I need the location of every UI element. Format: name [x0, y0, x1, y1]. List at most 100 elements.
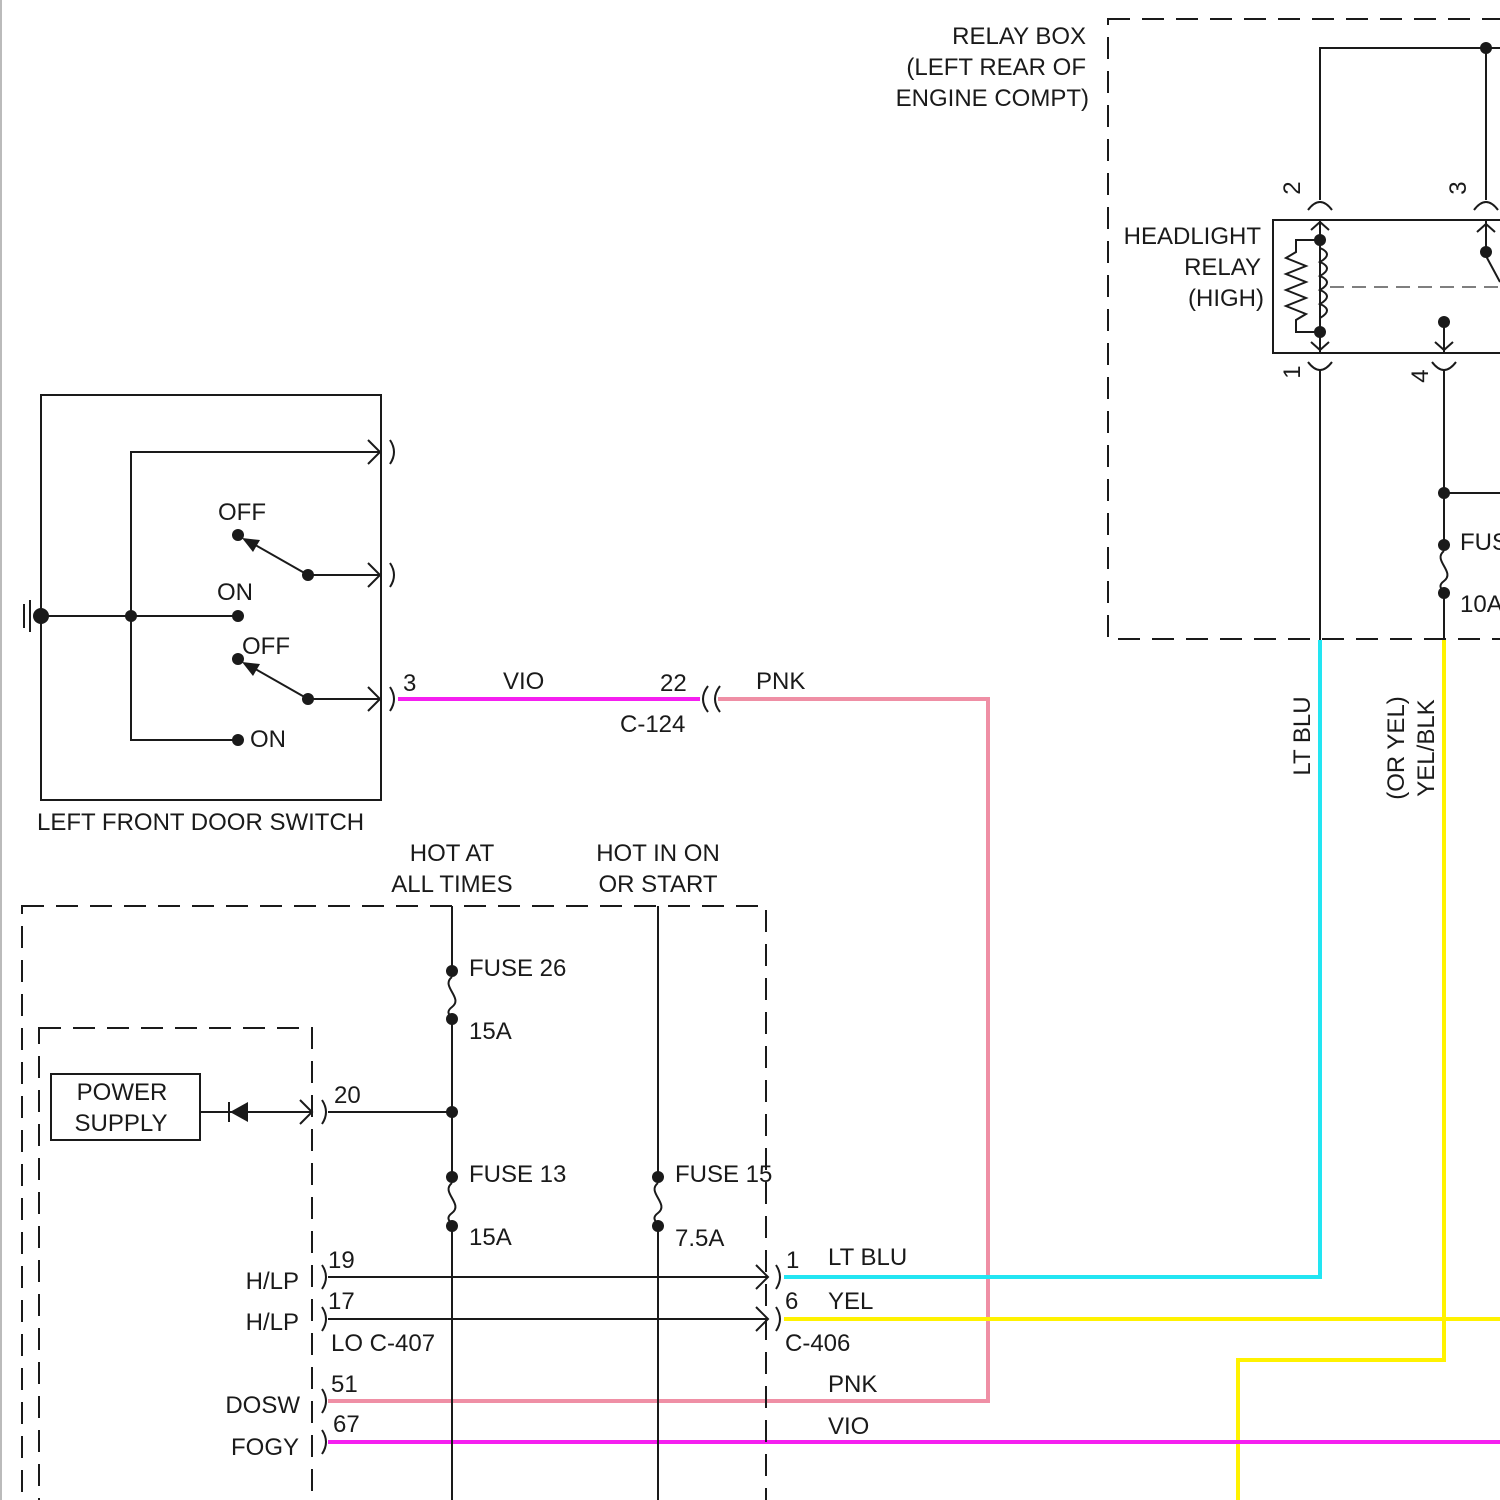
relay-top-junction	[1480, 42, 1492, 54]
switch-upper-on-label: ON	[217, 579, 253, 606]
wire-label-lt-blu-vertical: LT BLU	[1289, 696, 1316, 775]
c124-male-icon	[703, 686, 708, 712]
switch-upper-off-label: OFF	[218, 499, 266, 526]
switch-lower-blade	[250, 666, 308, 699]
relay-branch-junction	[1438, 487, 1450, 499]
hot-at-all-times-1: HOT AT	[410, 840, 495, 867]
power-supply-label-1: POWER	[77, 1079, 168, 1106]
relay-box-title-1: RELAY BOX	[952, 23, 1086, 50]
pin51-label: 51	[331, 1371, 358, 1398]
pin67-label: 67	[333, 1411, 360, 1438]
relay-resistor-icon	[1286, 240, 1320, 332]
wire-label-lt-blu-bottom: LT BLU	[828, 1244, 907, 1271]
module-pin-19-name: H/LP	[246, 1268, 299, 1295]
pin17-connector	[322, 1307, 326, 1331]
relay-fuse-node-top	[1438, 539, 1450, 551]
fuse15-name: FUSE 15	[675, 1161, 772, 1188]
relay-fuse-rating: 10A	[1460, 591, 1500, 618]
switch-lower-on-label: ON	[250, 726, 286, 753]
switch-pin-label: 3	[403, 670, 416, 697]
relay-top-feed-wire	[1320, 48, 1500, 200]
c406-pin1-connector	[776, 1265, 780, 1289]
c124-pin-label: 22	[660, 670, 687, 697]
switch-bottom-wire	[131, 616, 238, 740]
relay-pin2-label: 2	[1279, 181, 1306, 194]
switch-upper-off-contact	[232, 529, 244, 541]
switch-upper-on-contact	[232, 610, 244, 622]
door-switch: LEFT FRONT DOOR SWITCH OFF ON OFF 3 O	[24, 395, 416, 836]
pin20-label: 20	[334, 1082, 361, 1109]
c124-name-label: C-124	[620, 711, 685, 738]
wire-label-pnk-top: PNK	[756, 668, 805, 695]
pin20-connector	[322, 1100, 326, 1124]
switch-top-connector	[390, 440, 394, 464]
module-pin-51-name: DOSW	[225, 1392, 300, 1419]
relay-pin4-label: 4	[1407, 369, 1434, 382]
fuse-box-outline	[22, 906, 766, 1500]
wire-label-vio-top: VIO	[503, 668, 544, 695]
fuse15-icon	[654, 1183, 661, 1226]
relay-pin1-label: 1	[1279, 365, 1306, 378]
relay-pin1-connector	[1308, 362, 1332, 370]
switch-lower-arrow-icon	[242, 662, 260, 676]
relay-box-title-3: ENGINE COMPT)	[896, 85, 1089, 112]
c406-pin6-label: 6	[785, 1288, 798, 1315]
pin51-connector	[322, 1389, 326, 1413]
wire-lt-blu	[784, 640, 1320, 1277]
power-supply-label-2: SUPPLY	[75, 1110, 168, 1137]
switch-top-wire	[131, 452, 380, 616]
switch-lower-off-label: OFF	[242, 633, 290, 660]
relay-box-title-2: (LEFT REAR OF	[906, 54, 1086, 81]
relay-fuse-name: FUS	[1460, 529, 1500, 556]
wire-label-or-yel-vertical: (OR YEL)	[1383, 696, 1410, 800]
pin67-connector	[322, 1430, 326, 1454]
relay-pin3-label: 3	[1445, 181, 1472, 194]
c406-name-label: C-406	[785, 1330, 850, 1357]
relay-contact-blade	[1486, 256, 1500, 282]
fuse13-rating: 15A	[469, 1224, 512, 1251]
headlight-relay-label-1: HEADLIGHT	[1124, 223, 1262, 250]
headlight-relay-label-3: (HIGH)	[1188, 285, 1264, 312]
relay-pin2-connector	[1308, 202, 1332, 210]
pin19-label: 19	[328, 1247, 355, 1274]
relay-box: RELAY BOX (LEFT REAR OF ENGINE COMPT) HE…	[896, 19, 1500, 640]
lo-c407-label: LO C-407	[331, 1330, 435, 1357]
wire-label-yel-blk-vertical: YEL/BLK	[1413, 699, 1440, 796]
c406-pin1-label: 1	[786, 1247, 799, 1274]
switch-lower-connector	[390, 687, 394, 711]
switch-upper-blade	[250, 542, 308, 575]
fuse26-node-top	[446, 965, 458, 977]
colored-wires	[328, 640, 1500, 1500]
relay-coil-icon	[1320, 248, 1327, 318]
c406-pin6-connector	[776, 1307, 780, 1331]
switch-lower-off-contact	[232, 653, 244, 665]
relay-fuse-icon	[1440, 551, 1447, 593]
pin17-label: 17	[328, 1288, 355, 1315]
fuse26-rating: 15A	[469, 1018, 512, 1045]
relay-pin4-connector	[1432, 362, 1456, 370]
pin19-connector	[322, 1265, 326, 1289]
switch-upper-connector	[390, 563, 394, 587]
module-pin-67-name: FOGY	[231, 1434, 299, 1461]
hot-in-on-2: OR START	[598, 871, 717, 898]
fuse26-name: FUSE 26	[469, 955, 566, 982]
diode-icon	[230, 1102, 248, 1122]
switch-upper-arrow-icon	[242, 538, 260, 552]
fuse26-icon	[448, 977, 455, 1019]
hot-at-all-times-2: ALL TIMES	[391, 871, 512, 898]
wire-label-yel-bottom: YEL	[828, 1288, 873, 1315]
module-pin-17-name: H/LP	[246, 1309, 299, 1336]
door-switch-label: LEFT FRONT DOOR SWITCH	[37, 809, 364, 836]
wire-label-vio-bottom: VIO	[828, 1413, 869, 1440]
wire-label-pnk-bottom: PNK	[828, 1371, 877, 1398]
relay-pin3-connector	[1474, 202, 1498, 210]
fuse13-node-top	[446, 1171, 458, 1183]
fuse13-icon	[448, 1183, 455, 1226]
switch-lower-on-contact	[232, 734, 244, 746]
fuse13-name: FUSE 13	[469, 1161, 566, 1188]
fuse15-rating: 7.5A	[675, 1225, 724, 1252]
connector-c124: 22 C-124	[620, 670, 720, 738]
hot-in-on-1: HOT IN ON	[596, 840, 720, 867]
headlight-relay-label-2: RELAY	[1184, 254, 1261, 281]
